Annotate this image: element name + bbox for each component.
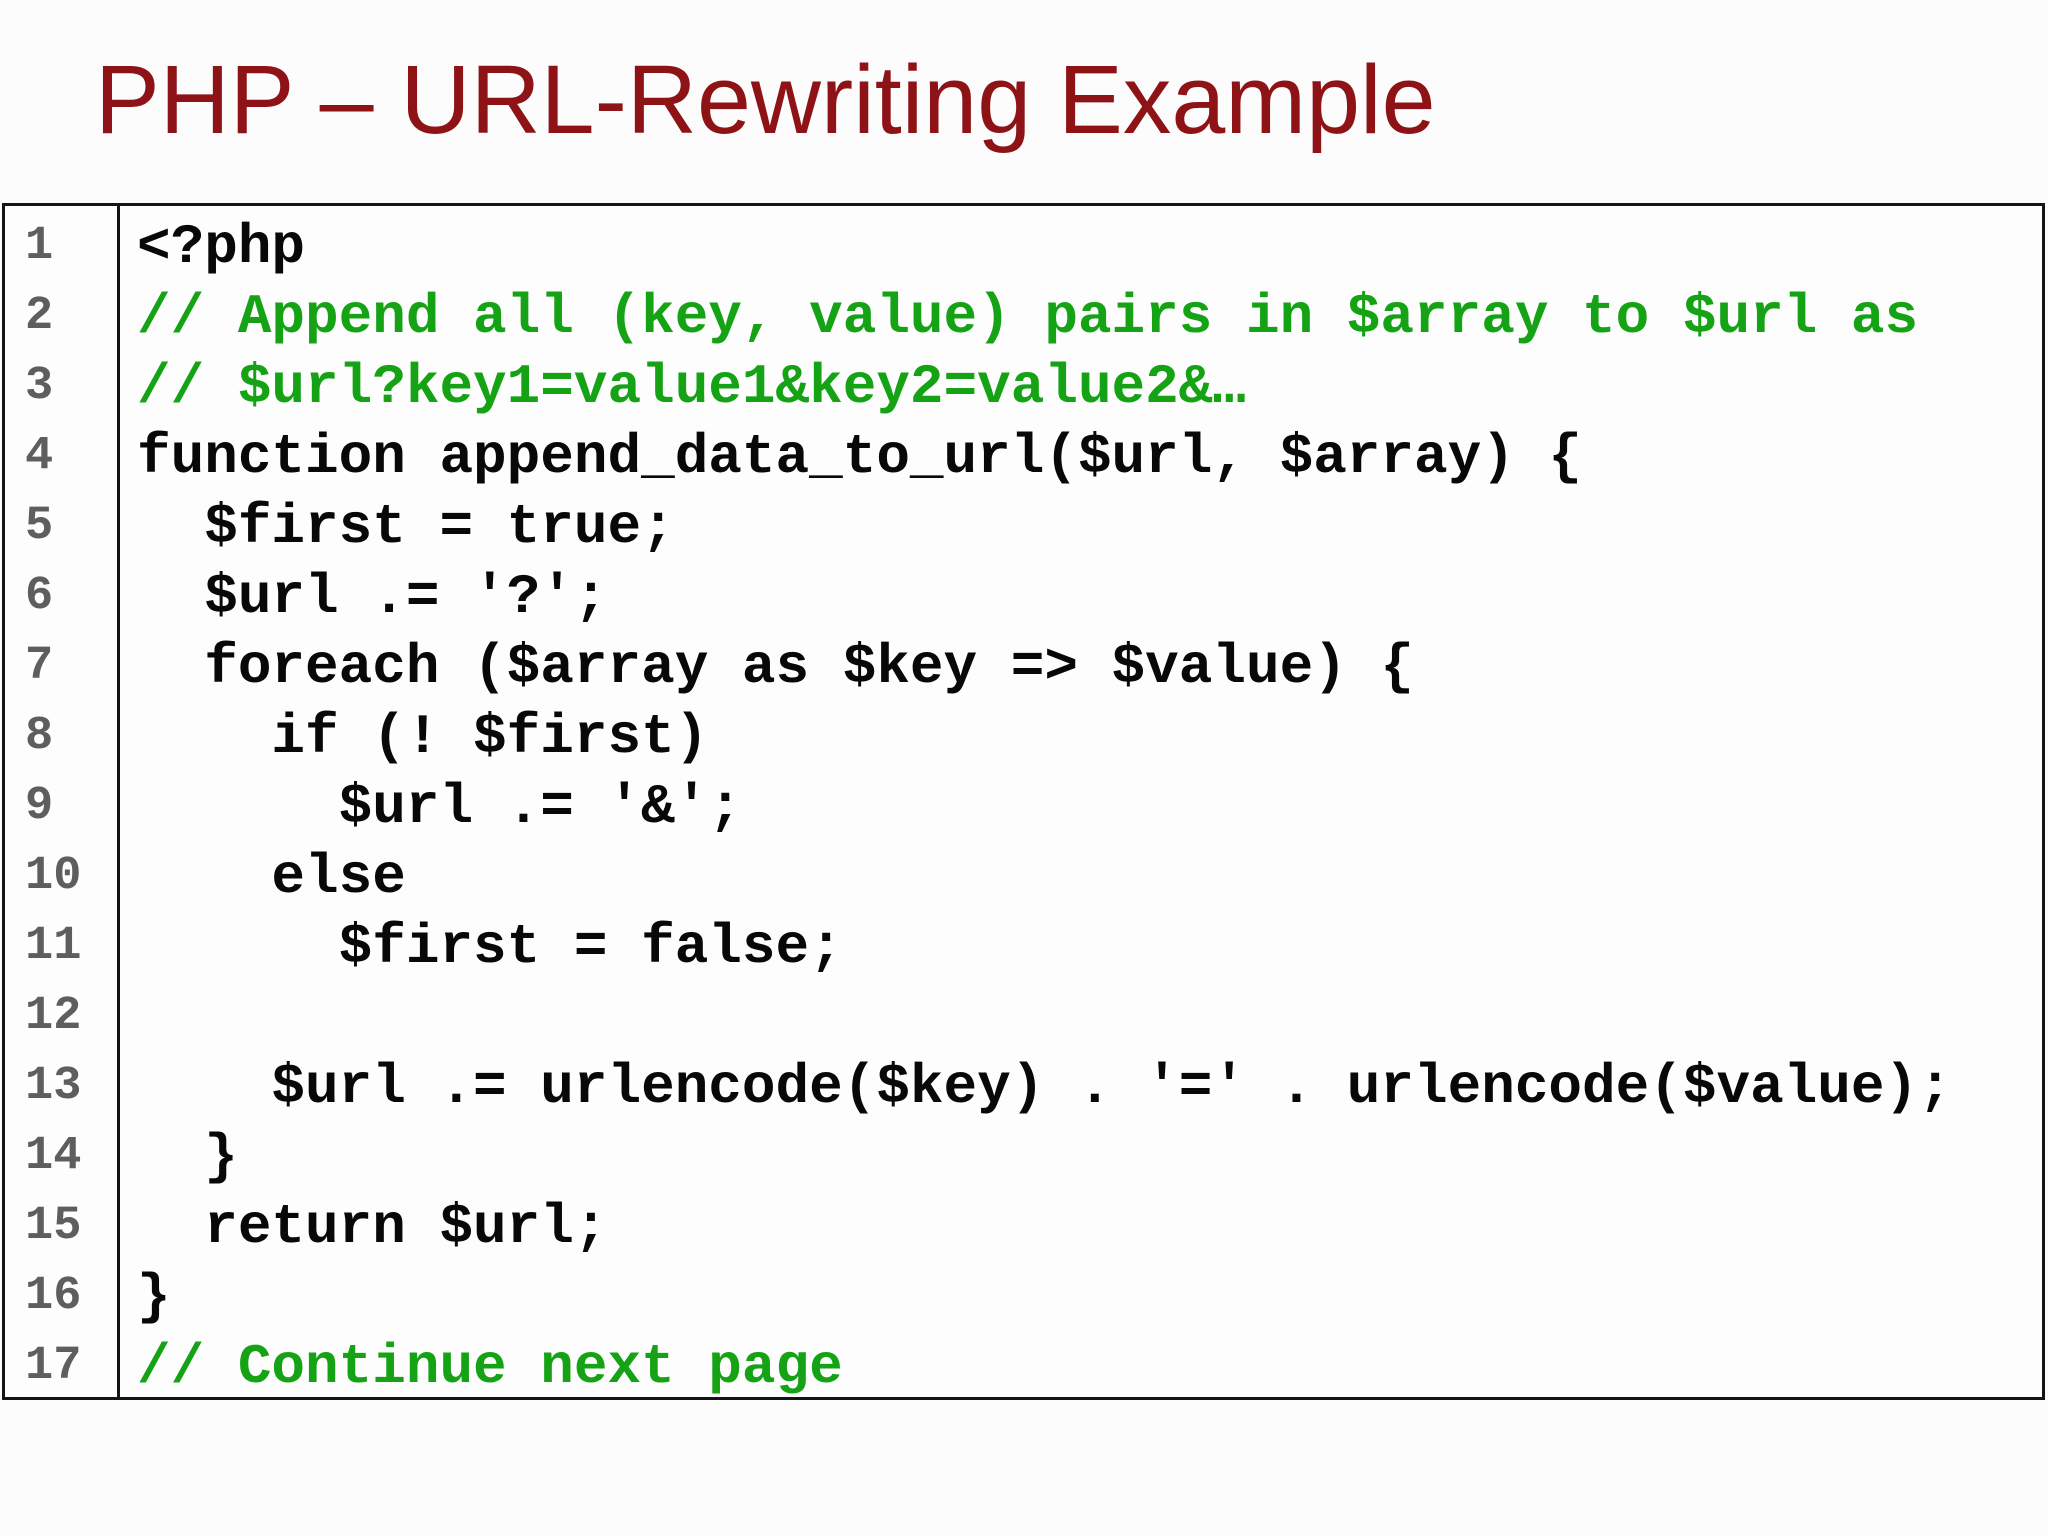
line-number: 3: [25, 360, 54, 413]
line-number: 10: [25, 850, 82, 903]
code-line: else: [137, 845, 406, 909]
code-line: // $url?key1=value1&key2=value2&…: [137, 355, 1246, 419]
line-number: 13: [25, 1060, 82, 1113]
code-line: }: [137, 1265, 171, 1329]
code-line: <?php: [137, 215, 306, 279]
line-number: 4: [25, 430, 54, 483]
code-line: $url .= '?';: [137, 565, 608, 629]
line-number: 12: [25, 990, 82, 1043]
line-number: 5: [25, 500, 54, 553]
line-number: 8: [25, 710, 54, 763]
page-title: PHP – URL-Rewriting Example: [95, 45, 1436, 154]
code-line: $first = true;: [137, 495, 675, 559]
line-number: 7: [25, 640, 54, 693]
line-number: 6: [25, 570, 54, 623]
line-number: 16: [25, 1270, 82, 1323]
code-line: foreach ($array as $key => $value) {: [137, 635, 1415, 699]
code-line: function append_data_to_url($url, $array…: [137, 425, 1583, 489]
line-number: 14: [25, 1130, 82, 1183]
code-line: // Continue next page: [137, 1335, 843, 1397]
line-number: 15: [25, 1200, 82, 1253]
code-line: $url .= urlencode($key) . '=' . urlencod…: [137, 1055, 1952, 1119]
code-lines: <?php// Append all (key, value) pairs in…: [120, 206, 2042, 1397]
code-line: $first = false;: [137, 915, 843, 979]
line-number: 17: [25, 1340, 82, 1393]
code-line: if (! $first): [137, 705, 709, 769]
line-number: 1: [25, 220, 54, 273]
line-number: 11: [25, 920, 82, 973]
code-line: return $url;: [137, 1195, 608, 1259]
code-line: // Append all (key, value) pairs in $arr…: [137, 285, 1919, 349]
code-line: $url .= '&';: [137, 775, 742, 839]
code-line: [137, 982, 2042, 1052]
line-number: 2: [25, 290, 54, 343]
code-line: }: [137, 1125, 238, 1189]
line-number: 9: [25, 780, 54, 833]
